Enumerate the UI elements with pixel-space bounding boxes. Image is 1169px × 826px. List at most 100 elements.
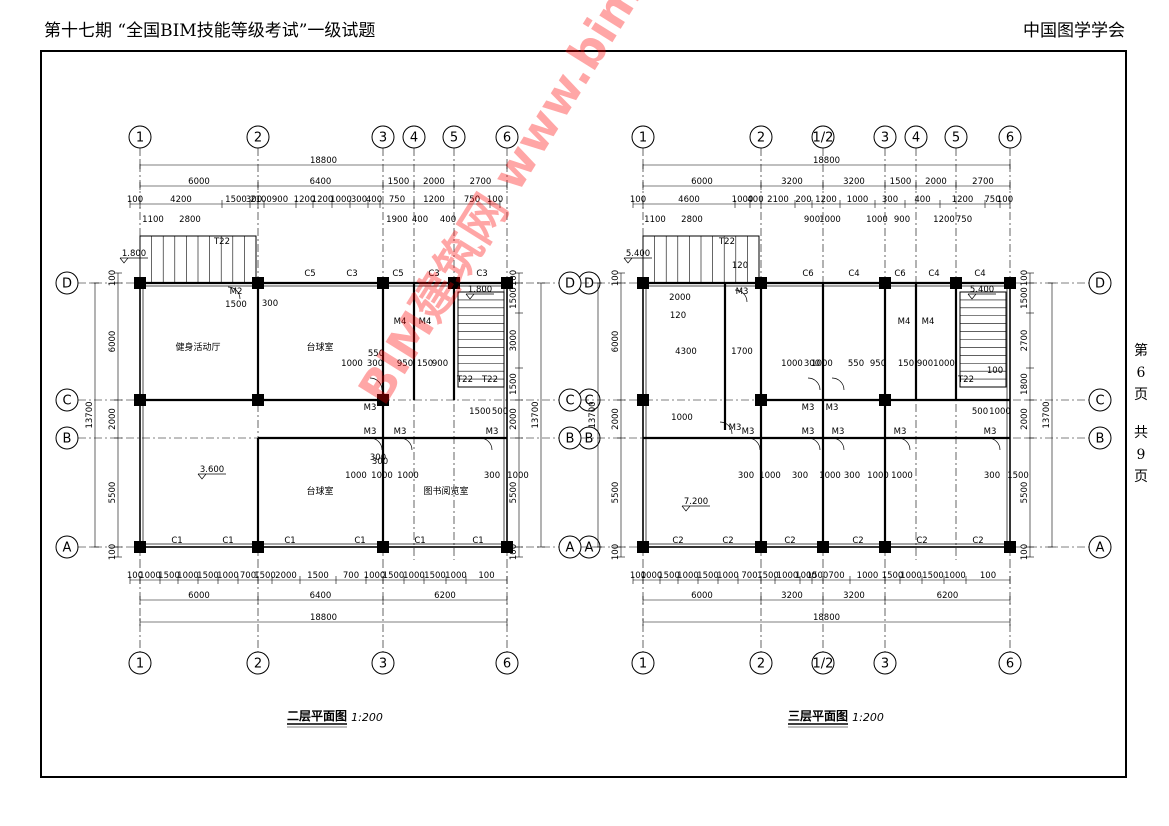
dimension-text: 300: [484, 471, 500, 481]
axis-label: 3: [881, 657, 889, 672]
axis-label: 6: [503, 657, 511, 672]
dimension-text: 1500: [509, 287, 519, 309]
axis-label: A: [1096, 541, 1105, 556]
component-label: C2: [722, 536, 733, 546]
column: [637, 394, 649, 406]
component-label: T22: [718, 237, 735, 247]
dimension-text: 120: [670, 311, 686, 321]
component-label: C6: [894, 269, 905, 279]
axis-label: 4: [410, 131, 418, 146]
dimension-text: 1500: [757, 571, 779, 581]
dimension-text: 700: [240, 571, 256, 581]
dimension-text: 13700: [85, 401, 95, 428]
dimension-text: 400: [412, 215, 428, 225]
component-label: M3: [984, 427, 997, 437]
dimension-text: 5500: [108, 482, 118, 504]
elevation-mark: [465, 293, 475, 300]
dimension-text: 1500: [890, 177, 912, 187]
component-label: M3: [394, 427, 407, 437]
dimension-text: 5500: [1020, 482, 1030, 504]
dimension-text: 18800: [813, 613, 840, 623]
column: [377, 541, 389, 553]
component-label: M4: [394, 317, 407, 327]
component-label: C4: [974, 269, 985, 279]
elevation-text: 7.200: [684, 497, 708, 507]
axis-label: 6: [503, 131, 511, 146]
dimension-text: 1100: [142, 215, 164, 225]
dimension-text: 300: [370, 453, 386, 463]
dimension-text: 300: [792, 471, 808, 481]
dimension-text: 300: [351, 195, 367, 205]
column: [950, 277, 962, 289]
dimension-text: 1000: [217, 571, 239, 581]
axis-label: 1: [136, 657, 144, 672]
elevation-mark: [197, 473, 207, 480]
dimension-text: 100: [108, 544, 118, 560]
elevation-mark: [119, 257, 129, 264]
dimension-text: 1000: [811, 359, 833, 369]
column: [252, 541, 264, 553]
dimension-text: 1800: [1020, 373, 1030, 395]
dimension-text: 1500: [922, 571, 944, 581]
component-label: C1: [171, 536, 182, 546]
door-swing: [227, 286, 241, 300]
dimension-text: 1500: [383, 571, 405, 581]
axis-label: 2: [757, 131, 765, 146]
dimension-text: 100: [127, 195, 143, 205]
component-label: C1: [414, 536, 425, 546]
dimension-text: 2000: [423, 177, 445, 187]
column: [755, 394, 767, 406]
dimension-text: 1500: [388, 177, 410, 187]
component-label: M3: [832, 427, 845, 437]
dimension-text: 18800: [813, 156, 840, 166]
axis-label: D: [565, 277, 575, 292]
dimension-text: 13700: [588, 401, 598, 428]
dimension-text: 200: [795, 195, 811, 205]
dimension-text: 100: [509, 270, 519, 286]
dimension-text: 1500: [882, 571, 904, 581]
column: [377, 394, 389, 406]
dimension-text: 300: [262, 299, 278, 309]
dimension-text: 100: [509, 544, 519, 560]
axis-label: A: [566, 541, 575, 556]
dimension-text: 1000: [677, 571, 699, 581]
door-swing: [719, 421, 733, 435]
column: [134, 541, 146, 553]
component-label: C2: [852, 536, 863, 546]
axis-label: 2: [254, 657, 262, 672]
dimension-text: 1500: [254, 571, 276, 581]
dimension-text: 2000: [509, 408, 519, 430]
axis-label: 6: [1006, 657, 1014, 672]
dimension-text: 300: [367, 359, 383, 369]
axis-label: C: [584, 394, 593, 409]
door-swing: [831, 377, 845, 391]
dimension-text: 2100: [250, 195, 272, 205]
dimension-text: 1500: [658, 571, 680, 581]
dimension-text: 5500: [509, 482, 519, 504]
page-info-char: 页: [1134, 469, 1148, 485]
page-info-char: 6: [1136, 365, 1146, 381]
dimension-text: 750: [956, 215, 972, 225]
dimension-text: 1000: [732, 195, 754, 205]
dimension-text: 100: [630, 195, 646, 205]
dimension-text: 1500: [1007, 471, 1029, 481]
component-label: M3: [802, 403, 815, 413]
column: [755, 277, 767, 289]
column: [637, 541, 649, 553]
exterior-wall-inner: [142, 285, 505, 545]
component-label: M3: [729, 423, 742, 433]
dimension-text: 1900: [386, 215, 408, 225]
dimension-text: 1000: [819, 471, 841, 481]
dimension-text: 6400: [310, 177, 332, 187]
dimension-text: 900: [917, 359, 933, 369]
elevation-text: 3.600: [200, 465, 224, 475]
component-label: T22: [957, 375, 974, 385]
dimension-text: 18800: [310, 613, 337, 623]
dimension-text: 900: [432, 359, 448, 369]
dimension-text: 100: [478, 571, 494, 581]
axis-label: 1/2: [813, 131, 834, 146]
column: [252, 394, 264, 406]
